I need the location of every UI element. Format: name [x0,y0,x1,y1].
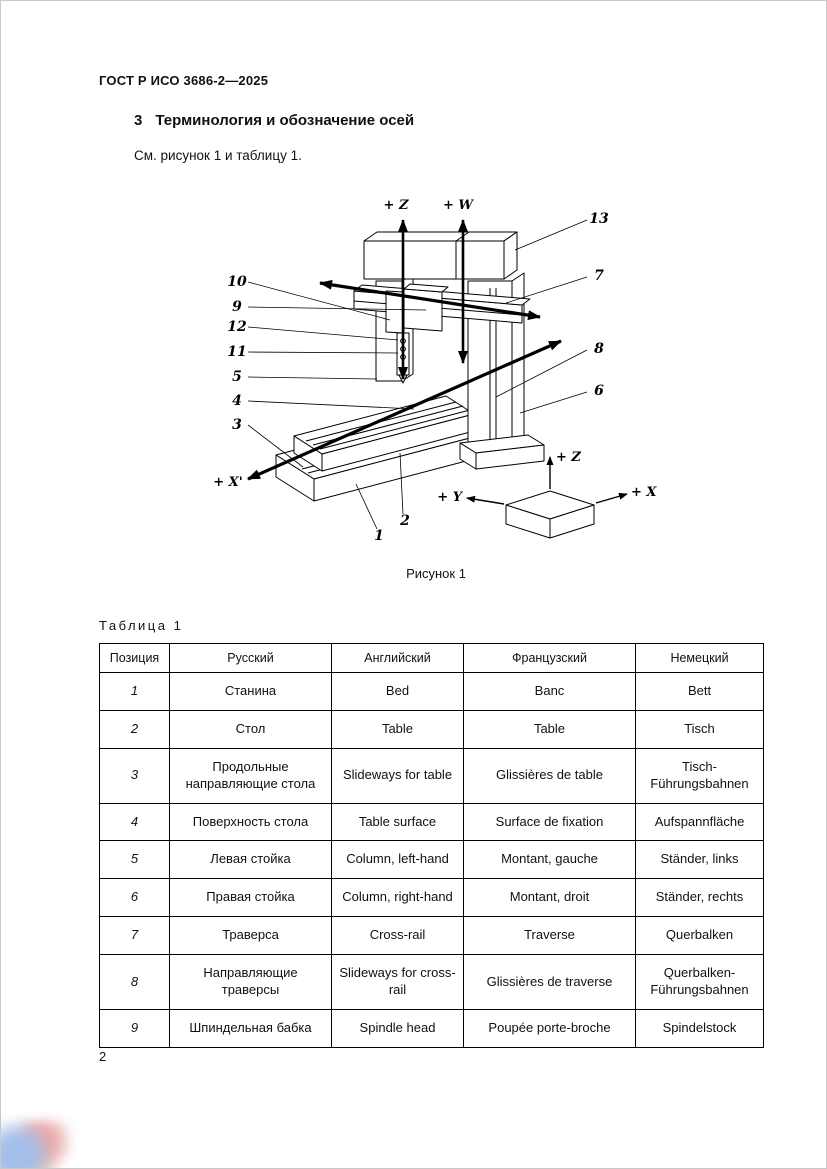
term-cell: Траверса [169,916,332,956]
term-cell: Table surface [331,802,464,842]
position-cell: 1 [99,672,170,711]
column-header-german: Немецкий [635,643,764,673]
term-cell: Tisch [635,709,764,749]
figure-caption: Рисунок 1 [406,566,466,581]
term-cell: Montant, droit [463,878,636,918]
axis-arrow-crossrail [319,279,541,321]
page-number: 2 [99,1049,107,1064]
column-header-english: Английский [331,643,464,673]
table-header-row: Позиция Русский Английский Французский Н… [99,643,764,673]
tripod-x-arrow [595,492,628,504]
term-cell: Poupée porte-broche [463,1008,636,1048]
term-cell: Glissières de table [463,747,636,804]
top-housing-shape [363,231,518,280]
position-cell: 8 [99,954,170,1010]
axis-label-w: + W [443,198,474,213]
callout-12: 12 [227,319,247,335]
term-cell: Querbalken [635,916,764,956]
term-cell: Traverse [463,916,636,956]
term-cell: Стол [169,709,332,749]
term-cell: Spindle head [331,1008,464,1048]
column-header-french: Французский [463,643,636,673]
term-cell: Slideways for cross-rail [331,954,464,1010]
position-cell: 4 [99,802,170,842]
axis-label-x-prime: + X' [213,475,243,490]
callout-9: 9 [232,299,242,315]
tripod-y-arrow [466,495,505,505]
callout-3: 3 [232,417,242,433]
term-cell: Направляющие траверсы [169,954,332,1010]
term-cell: Column, right-hand [331,878,464,918]
position-cell: 7 [99,916,170,956]
intro-text: См. рисунок 1 и таблицу 1. [134,148,302,163]
callout-2: 2 [399,513,410,529]
callout-10: 10 [227,274,247,290]
terminology-table: Позиция Русский Английский Французский Н… [99,643,764,1048]
standard-number: ГОСТ Р ИСО 3686-2—2025 [99,73,269,88]
axis-label-y-small: + Y [437,490,463,505]
position-cell: 3 [99,747,170,804]
coordinate-tripod: + Z + X + Y [437,450,657,539]
term-cell: Cross-rail [331,916,464,956]
column-header-russian: Русский [169,643,332,673]
callout-1: 1 [374,528,384,544]
callout-13: 13 [589,211,609,227]
term-cell: Querbalken-Führungsbahnen [635,954,764,1010]
position-cell: 5 [99,840,170,880]
term-cell: Surface de fixation [463,802,636,842]
machine-figure: + Z + X + Y 10 9 [213,198,657,544]
callout-8: 8 [594,341,604,357]
term-cell: Поверхность стола [169,802,332,842]
term-cell: Ständer, links [635,840,764,880]
column-header-position: Позиция [99,643,170,673]
table-label: Таблица 1 [99,618,184,633]
term-cell: Правая стойка [169,878,332,918]
term-cell: Aufspannfläche [635,802,764,842]
axis-arrow-x [247,339,562,481]
term-cell: Table [331,709,464,749]
callout-6: 6 [594,383,604,399]
position-cell: 6 [99,878,170,918]
term-cell: Glissières de traverse [463,954,636,1010]
section-number: 3 [134,112,143,129]
axis-label-x-small: + X [631,485,657,500]
section-heading: 3 Терминология и обозначение осей [134,112,414,129]
callout-7: 7 [594,268,604,284]
term-cell: Banc [463,672,636,711]
term-cell: Column, left-hand [331,840,464,880]
term-cell: Ständer, rechts [635,878,764,918]
position-cell: 9 [99,1008,170,1048]
watermark-stamp [1,1120,73,1168]
term-cell: Левая стойка [169,840,332,880]
term-cell: Table [463,709,636,749]
term-cell: Spindelstock [635,1008,764,1048]
section-title-text: Терминология и обозначение осей [155,112,415,129]
term-cell: Bett [635,672,764,711]
term-cell: Montant, gauche [463,840,636,880]
term-cell: Bed [331,672,464,711]
axis-label-z-small: + Z [556,450,581,465]
leader-lines [247,219,588,530]
callout-5: 5 [232,369,242,385]
term-cell: Slideways for table [331,747,464,804]
term-cell: Станина [169,672,332,711]
term-cell: Tisch-Führungsbahnen [635,747,764,804]
axis-label-z: + Z [384,198,409,213]
term-cell: Шпиндельная бабка [169,1008,332,1048]
position-cell: 2 [99,709,170,749]
callout-4: 4 [232,393,242,409]
term-cell: Продольные направляющие стола [169,747,332,804]
callout-11: 11 [227,344,246,360]
figure-1: + Z + X + Y 10 9 [206,193,666,581]
